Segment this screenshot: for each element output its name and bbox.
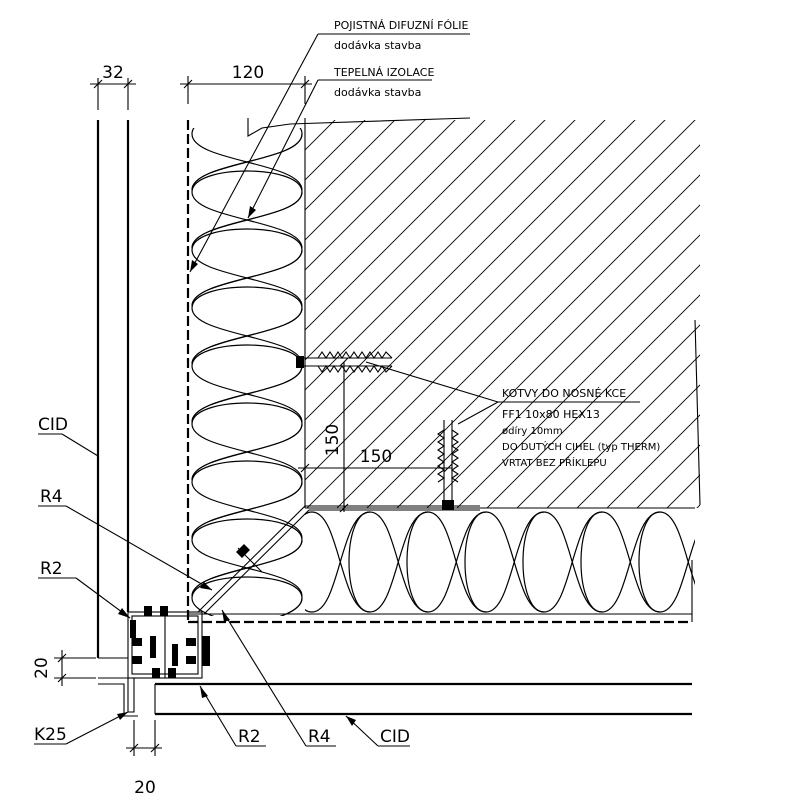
dimension-20-left-value: 20 — [32, 657, 52, 679]
foil-sub: dodávka stavba — [334, 39, 421, 52]
r4-bottom-text: R4 — [308, 727, 331, 747]
thermal-insulation-vertical — [191, 128, 303, 616]
insulation-title: TEPELNÁ IZOLACE — [333, 66, 434, 79]
dimension-20-bottom: 20 — [126, 720, 162, 798]
label-cid-bottom: CID — [345, 715, 410, 747]
r2-left-text: R2 — [40, 559, 63, 579]
label-cid-left: CID — [38, 415, 99, 457]
label-thermal-insulation: TEPELNÁ IZOLACE dodávka stavba — [247, 66, 434, 219]
dimension-150-vertical-value: 150 — [323, 424, 343, 456]
corner-bracket — [127, 505, 480, 679]
label-r4-bottom: R4 — [221, 609, 336, 747]
cladding-panel-bottom — [154, 682, 692, 716]
r4-left-text: R4 — [40, 487, 63, 507]
cid-bottom-text: CID — [380, 727, 410, 747]
anchor-note-title: KOTVY DO NOSNÉ KCE — [502, 387, 626, 400]
insulation-sub: dodávka stavba — [334, 86, 421, 99]
masonry-wall — [247, 117, 701, 509]
thermal-insulation-horizontal — [305, 511, 695, 613]
dimension-150-horizontal-value: 150 — [360, 447, 392, 467]
rail-anchor-diagonal — [236, 544, 263, 573]
dimension-20-left: 20 — [32, 650, 96, 686]
dimension-150-vertical: 150 — [323, 357, 349, 513]
k25-text: K25 — [34, 725, 67, 745]
label-anchors: KOTVY DO NOSNÉ KCE FF1 10x80 HEX13 ødíry… — [365, 361, 660, 469]
dimension-20-bottom-value: 20 — [134, 778, 156, 798]
cid-left-text: CID — [38, 415, 68, 435]
anchor-note-line1: FF1 10x80 HEX13 — [502, 408, 600, 421]
dimension-32: 32 — [90, 63, 136, 110]
label-diffusion-foil: POJISTNÁ DIFUZNÍ FÓLIE dodávka stavba — [189, 19, 470, 273]
diffusion-foil — [186, 120, 693, 624]
label-k25: K25 — [34, 711, 129, 745]
anchor-note-line4: VRTAT BEZ PŘÍKLEPU — [502, 456, 607, 469]
wall-anchor-lower — [437, 420, 459, 510]
anchor-note-line2: ødíry 10mm — [502, 425, 563, 437]
cladding-panel-left — [96, 120, 130, 659]
dimension-150-horizontal: 150 — [298, 447, 453, 473]
dimension-32-value: 32 — [102, 63, 124, 83]
label-r2-left: R2 — [38, 559, 131, 619]
k25-corner-profile — [98, 677, 150, 717]
label-r2-bottom: R2 — [199, 685, 266, 747]
foil-title: POJISTNÁ DIFUZNÍ FÓLIE — [334, 19, 468, 32]
dimension-120: 120 — [180, 63, 312, 104]
dimension-120-value: 120 — [232, 63, 264, 83]
r2-bottom-text: R2 — [238, 727, 261, 747]
anchor-note-line3: DO DUTÝCH CIHEL (typ THERM) — [502, 440, 660, 453]
label-r4-left: R4 — [38, 487, 213, 591]
